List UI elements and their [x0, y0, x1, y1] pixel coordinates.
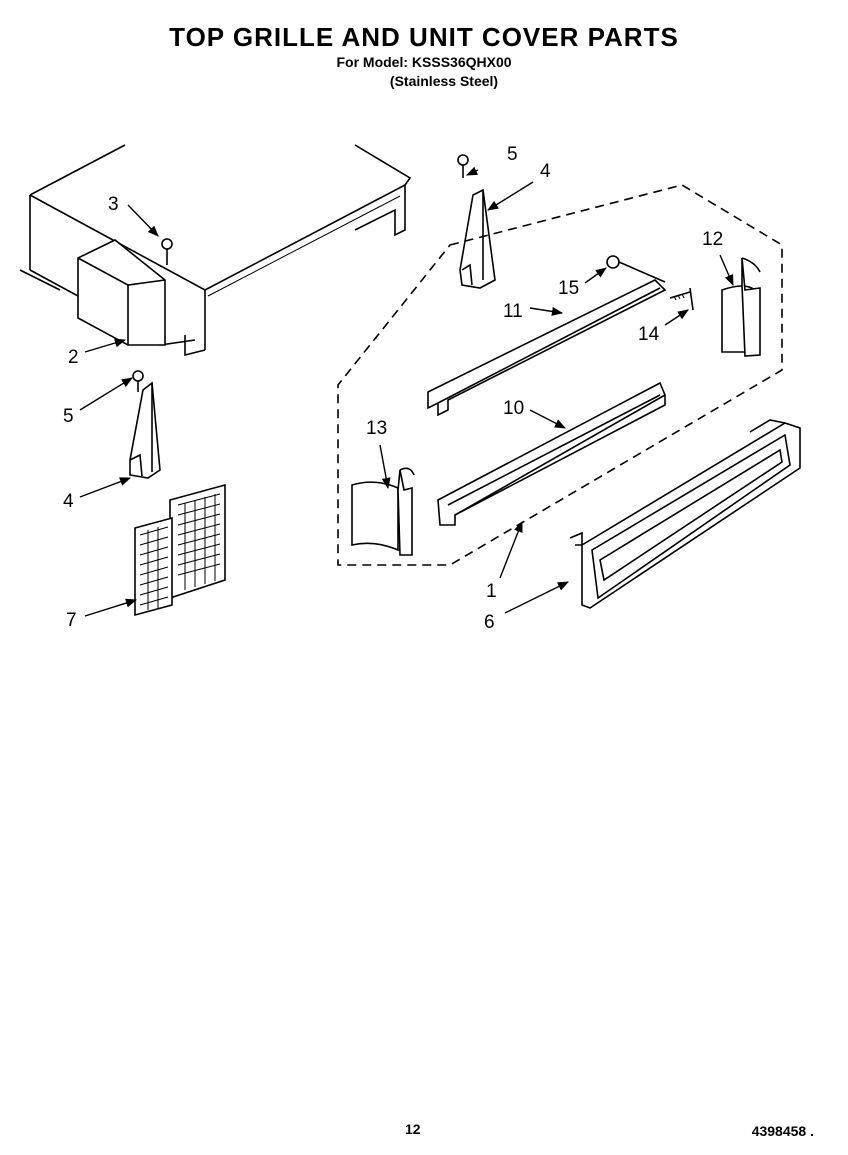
bracket-12-drawing: [721, 257, 761, 357]
callout-1: 1: [486, 581, 497, 602]
bracket-top-drawing: [457, 154, 496, 289]
document-number: 4398458 .: [751, 1123, 814, 1139]
callout-6: 6: [484, 612, 495, 633]
callout-5-lower: 5: [63, 406, 74, 427]
model-line: For Model: KSSS36QHX00: [336, 54, 512, 70]
callout-arrows: [79, 166, 734, 617]
bracket-lower-drawing: [129, 370, 161, 479]
screw-3-drawing: [161, 238, 173, 265]
callout-4-top: 4: [540, 161, 551, 182]
channel-10-drawing: [437, 381, 667, 526]
bracket-13-drawing: [351, 467, 415, 556]
callout-4-lower: 4: [63, 491, 74, 512]
callout-2: 2: [68, 347, 79, 368]
grille-7-drawing: [134, 483, 226, 617]
unit-cover-drawing: [19, 144, 412, 357]
callout-15: 15: [558, 278, 579, 299]
callout-3: 3: [108, 194, 119, 215]
callout-10: 10: [503, 398, 524, 419]
callout-12: 12: [702, 229, 723, 250]
rail-11-drawing: [427, 279, 667, 417]
panel-6-drawing: [569, 419, 801, 609]
kit-boundary: [337, 184, 783, 566]
callout-13: 13: [366, 418, 387, 439]
callout-11: 11: [503, 301, 523, 322]
finish-line: (Stainless Steel): [389, 73, 499, 89]
page-number: 12: [405, 1121, 421, 1137]
callout-5-top: 5: [507, 144, 518, 165]
callout-7: 7: [66, 610, 77, 631]
page-title: TOP GRILLE AND UNIT COVER PARTS: [169, 22, 679, 52]
fastener-drawing: [606, 255, 694, 311]
callout-14: 14: [638, 324, 660, 345]
